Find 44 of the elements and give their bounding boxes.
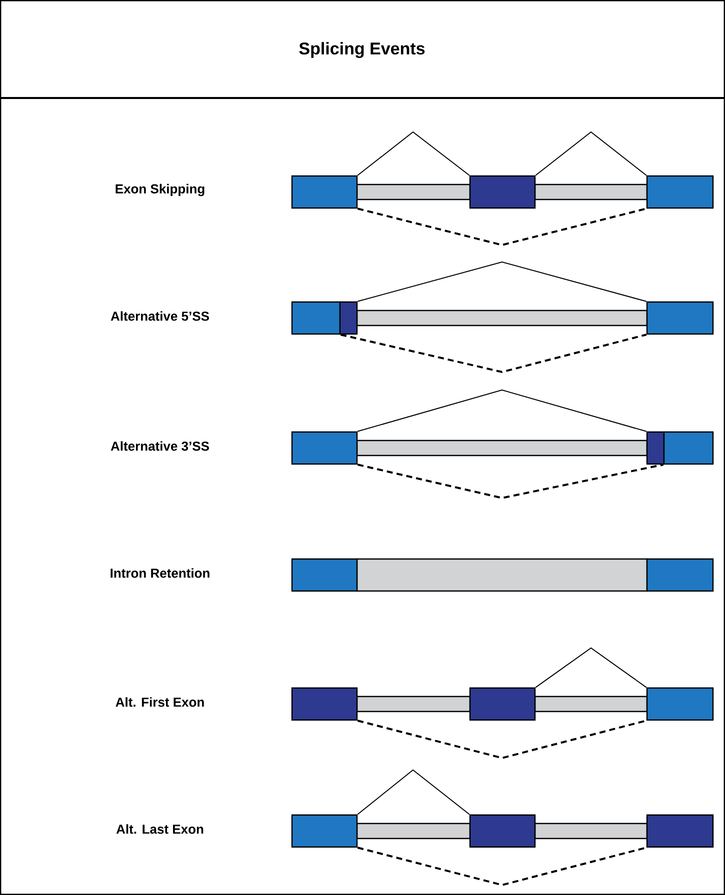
event-label: Alt. Last Exon <box>116 824 204 834</box>
exon-box <box>469 814 536 848</box>
exon-box <box>663 431 714 465</box>
event-label: Alternative 3’SS <box>110 441 209 451</box>
splice-junction-line <box>535 647 647 688</box>
intron-bar <box>534 822 648 840</box>
intron-bar <box>356 184 471 200</box>
exon-box <box>646 175 714 209</box>
exon-box <box>646 687 714 721</box>
splice-junction-line <box>357 769 470 815</box>
intron-bar <box>356 696 471 712</box>
exon-box <box>646 558 714 592</box>
skipping-junction-line <box>357 720 647 760</box>
event-label: Exon Skipping <box>116 184 204 196</box>
skipping-junction-line <box>357 208 647 246</box>
event-label: Alt. First Exon <box>116 697 204 707</box>
intron-bar <box>356 558 648 592</box>
intron-bar <box>534 184 648 200</box>
exon-box <box>291 301 341 335</box>
event-label: Intron Retention <box>110 568 210 578</box>
exon-box <box>291 687 358 721</box>
splice-junction-line <box>357 389 647 432</box>
splice-junction-line <box>357 262 647 302</box>
intron-bar <box>356 310 648 326</box>
title: Splicing Events <box>299 42 425 58</box>
splice-junction-line <box>357 131 470 176</box>
intron-bar <box>534 696 648 712</box>
splice-junction-line <box>535 131 647 176</box>
exon-box <box>291 175 358 209</box>
skipping-junction-line <box>340 334 647 374</box>
exon-box <box>646 814 714 848</box>
intron-bar <box>356 822 471 840</box>
skipping-junction-line <box>357 846 647 886</box>
exon-box <box>291 431 358 465</box>
exon-box <box>469 687 536 721</box>
exon-box <box>291 814 358 848</box>
exon-box <box>291 558 358 592</box>
intron-bar <box>356 440 648 456</box>
exon-box <box>646 431 665 465</box>
skipping-junction-line <box>357 464 664 500</box>
exon-box <box>646 301 714 335</box>
event-label: Alternative 5’SS <box>110 311 209 321</box>
exon-box <box>339 301 358 335</box>
exon-box <box>469 175 536 209</box>
